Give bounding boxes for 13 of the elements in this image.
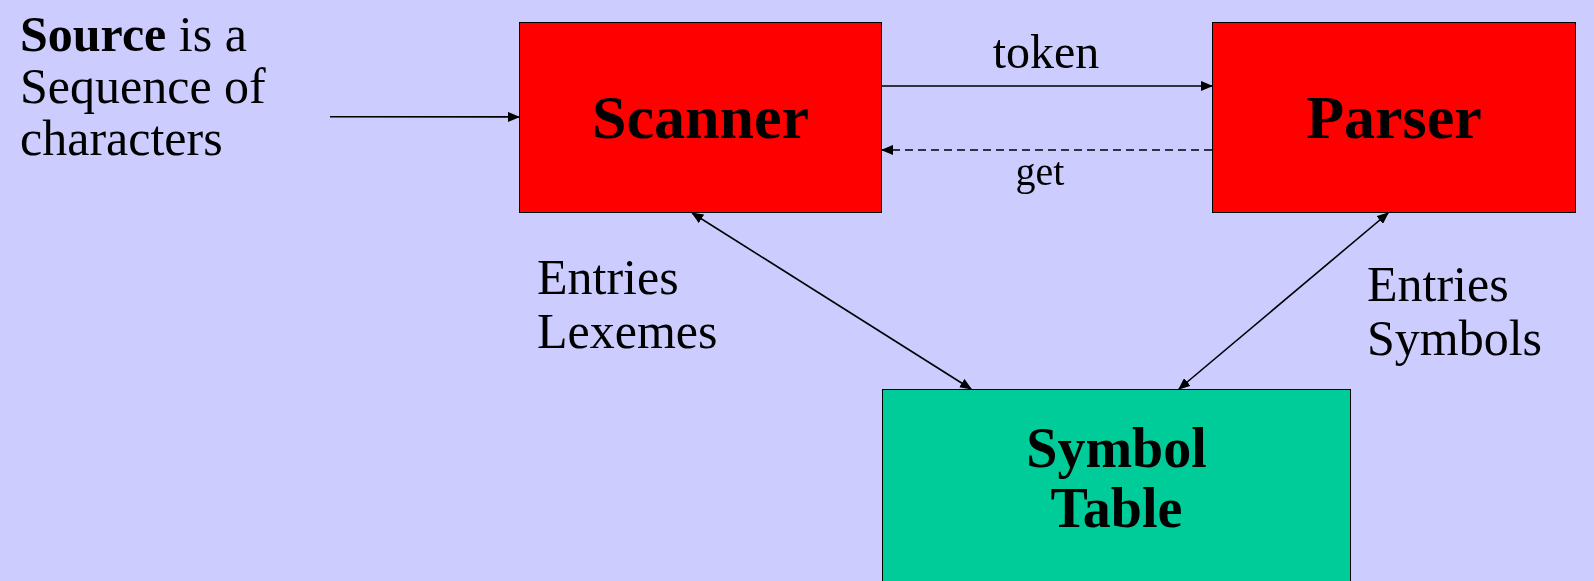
edge-label: Entries Symbols <box>1367 257 1544 365</box>
process-box: Scanner <box>519 22 882 213</box>
data-store-box: Symbol Table <box>882 389 1351 581</box>
arrow <box>329 111 520 122</box>
arrow <box>691 212 972 390</box>
process-box: Parser <box>1212 22 1576 213</box>
edge-label: Entries Lexemes <box>537 250 719 358</box>
arrow <box>881 81 1213 91</box>
arrow <box>1178 212 1389 390</box>
arrow <box>881 144 1213 155</box>
source-text: Source is a Sequence of characters <box>20 8 330 168</box>
edge-label: token <box>991 26 1101 78</box>
edge-label: get <box>1014 150 1066 194</box>
